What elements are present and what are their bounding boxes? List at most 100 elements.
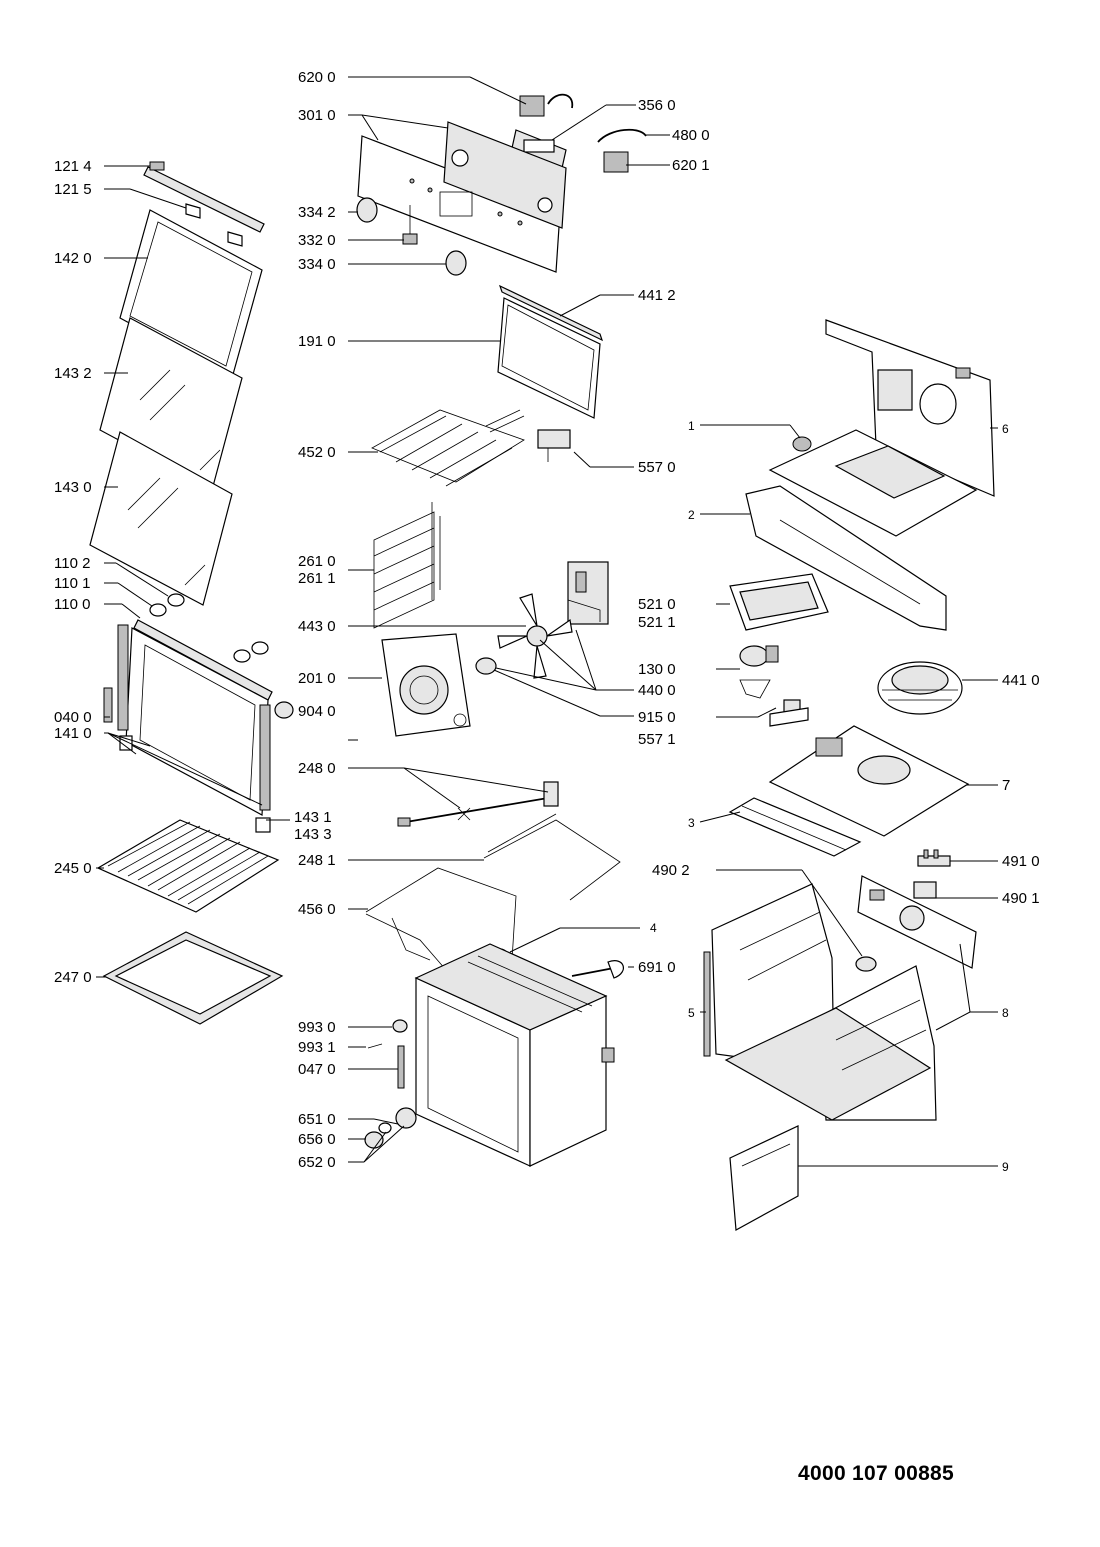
motor-130 bbox=[739, 645, 779, 699]
label-691-0: 691 0 bbox=[638, 959, 676, 976]
fan-motor-bracket bbox=[567, 561, 609, 625]
back-panel-6 bbox=[825, 319, 995, 497]
label-110-0: 110 0 bbox=[54, 596, 90, 613]
lamp-904 bbox=[274, 701, 294, 719]
seal-490-2 bbox=[855, 956, 877, 972]
label-261-0: 261 0 bbox=[298, 553, 336, 570]
side-racks-261 bbox=[373, 502, 441, 629]
label-5: 5 bbox=[688, 1006, 695, 1020]
spit-support-248-1 bbox=[483, 813, 621, 901]
door-seal-caps bbox=[149, 593, 269, 663]
base-tray-7 bbox=[768, 725, 970, 837]
knob-334-0 bbox=[445, 250, 467, 276]
leader-lines bbox=[96, 76, 998, 1167]
inner-door-frame bbox=[103, 619, 273, 833]
label-143-2: 143 2 bbox=[54, 365, 92, 382]
label-557-1: 557 1 bbox=[638, 731, 676, 748]
label-130-0: 130 0 bbox=[638, 661, 676, 678]
label-2: 2 bbox=[688, 508, 695, 522]
trim-047 bbox=[397, 1045, 405, 1089]
door-hinge-clips bbox=[185, 203, 243, 247]
label-248-1: 248 1 bbox=[298, 852, 336, 869]
label-301-0: 301 0 bbox=[298, 107, 336, 124]
connector-490-1 bbox=[913, 881, 937, 899]
label-441-2: 441 2 bbox=[638, 287, 676, 304]
label-521-0: 521 0 bbox=[638, 596, 676, 613]
label-356-0: 356 0 bbox=[638, 97, 676, 114]
label-443-0: 443 0 bbox=[298, 618, 336, 635]
label-993-1: 993 1 bbox=[298, 1039, 336, 1056]
label-040-0: 040 0 bbox=[54, 709, 92, 726]
label-441-0: 441 0 bbox=[1002, 672, 1040, 689]
label-247-0: 247 0 bbox=[54, 969, 92, 986]
label-143-0: 143 0 bbox=[54, 479, 92, 496]
label-110-2: 110 2 bbox=[54, 555, 90, 572]
back-panel-8 bbox=[857, 875, 977, 969]
outer-casing bbox=[703, 883, 937, 1121]
control-module-620 bbox=[519, 93, 574, 117]
top-heating-element-452 bbox=[371, 409, 525, 487]
part-691-element bbox=[571, 960, 624, 979]
label-143-3: 143 3 bbox=[294, 826, 332, 843]
knob-334-2 bbox=[356, 197, 378, 223]
label-915-0: 915 0 bbox=[638, 709, 676, 726]
label-1: 1 bbox=[688, 419, 695, 433]
label-142-0: 142 0 bbox=[54, 250, 92, 267]
label-993-0: 993 0 bbox=[298, 1019, 336, 1036]
label-9: 9 bbox=[1002, 1160, 1009, 1174]
label-490-1: 490 1 bbox=[1002, 890, 1040, 907]
label-491-0: 491 0 bbox=[1002, 853, 1040, 870]
label-4: 4 bbox=[650, 921, 657, 935]
oven-cavity bbox=[414, 943, 615, 1167]
bracket-2 bbox=[745, 485, 947, 631]
label-6: 6 bbox=[1002, 422, 1009, 436]
label-8: 8 bbox=[1002, 1006, 1009, 1020]
label-121-4: 121 4 bbox=[54, 158, 92, 175]
baking-tray-247 bbox=[102, 931, 284, 1025]
part-labels: 620 0 301 0 356 0 480 0 620 1 121 4 121 … bbox=[54, 69, 1040, 1174]
label-191-0: 191 0 bbox=[298, 333, 336, 350]
label-141-0: 141 0 bbox=[54, 725, 92, 742]
label-652-0: 652 0 bbox=[298, 1154, 336, 1171]
control-panel-301 bbox=[357, 121, 567, 273]
sensor-557-1 bbox=[769, 699, 809, 727]
label-7: 7 bbox=[1002, 777, 1010, 794]
thermostat-557 bbox=[537, 429, 571, 462]
terminal-491 bbox=[917, 849, 951, 867]
fan-441 bbox=[877, 661, 963, 715]
label-651-0: 651 0 bbox=[298, 1111, 336, 1128]
spit-skewer-248 bbox=[397, 781, 559, 827]
cable-480 bbox=[597, 128, 647, 143]
label-521-1: 521 1 bbox=[638, 614, 676, 631]
label-248-0: 248 0 bbox=[298, 760, 336, 777]
label-261-1: 261 1 bbox=[298, 570, 336, 587]
label-620-1: 620 1 bbox=[672, 157, 710, 174]
lamp-assembly-651 bbox=[364, 1107, 417, 1149]
label-3: 3 bbox=[688, 816, 695, 830]
label-332-0: 332 0 bbox=[298, 232, 336, 249]
top-panel-1 bbox=[768, 429, 978, 537]
sensor-332 bbox=[402, 205, 418, 245]
label-110-1: 110 1 bbox=[54, 575, 90, 592]
small-parts-993 bbox=[367, 1019, 408, 1049]
label-143-1: 143 1 bbox=[294, 809, 332, 826]
label-201-0: 201 0 bbox=[298, 670, 336, 687]
label-904-0: 904 0 bbox=[298, 703, 336, 720]
switch-620-1 bbox=[603, 151, 629, 173]
label-440-0: 440 0 bbox=[638, 682, 676, 699]
oven-rack-245 bbox=[96, 819, 280, 913]
document-number: 4000 107 00885 bbox=[798, 1462, 955, 1485]
label-557-0: 557 0 bbox=[638, 459, 676, 476]
label-620-0: 620 0 bbox=[298, 69, 336, 86]
bushing-915 bbox=[475, 657, 497, 675]
label-334-0: 334 0 bbox=[298, 256, 336, 273]
front-strip-3 bbox=[728, 797, 862, 857]
insulation-panel-9 bbox=[729, 1125, 799, 1231]
label-047-0: 047 0 bbox=[298, 1061, 336, 1078]
door-glass-143-0 bbox=[89, 431, 233, 606]
label-656-0: 656 0 bbox=[298, 1131, 336, 1148]
label-456-0: 456 0 bbox=[298, 901, 336, 918]
label-121-5: 121 5 bbox=[54, 181, 92, 198]
label-480-0: 480 0 bbox=[672, 127, 710, 144]
control-board-521 bbox=[729, 573, 829, 631]
